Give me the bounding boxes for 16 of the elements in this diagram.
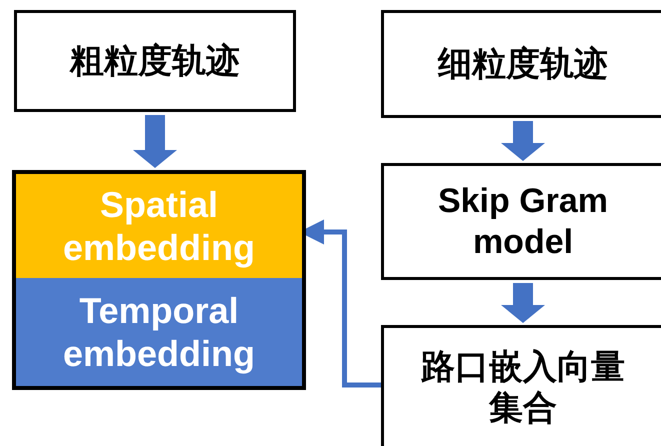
block-arrow	[501, 121, 545, 161]
process-box	[14, 10, 296, 112]
temporal-embedding-panel	[16, 278, 302, 386]
block-arrow	[501, 283, 545, 323]
process-box	[381, 163, 661, 280]
box-label: Skip Gram model	[436, 180, 610, 262]
process-box	[381, 325, 661, 446]
box-label: 粗粒度轨迹	[70, 40, 240, 82]
process-box	[381, 10, 661, 118]
box-label: Temporal embedding	[62, 288, 256, 376]
embedding-box	[12, 170, 306, 390]
box-label: 路口嵌入向量集合	[420, 346, 626, 428]
spatial-embedding-panel	[16, 174, 302, 278]
box-label: Spatial embedding	[62, 182, 256, 270]
box-label: 细粒度轨迹	[438, 44, 608, 84]
block-arrow	[133, 115, 177, 168]
